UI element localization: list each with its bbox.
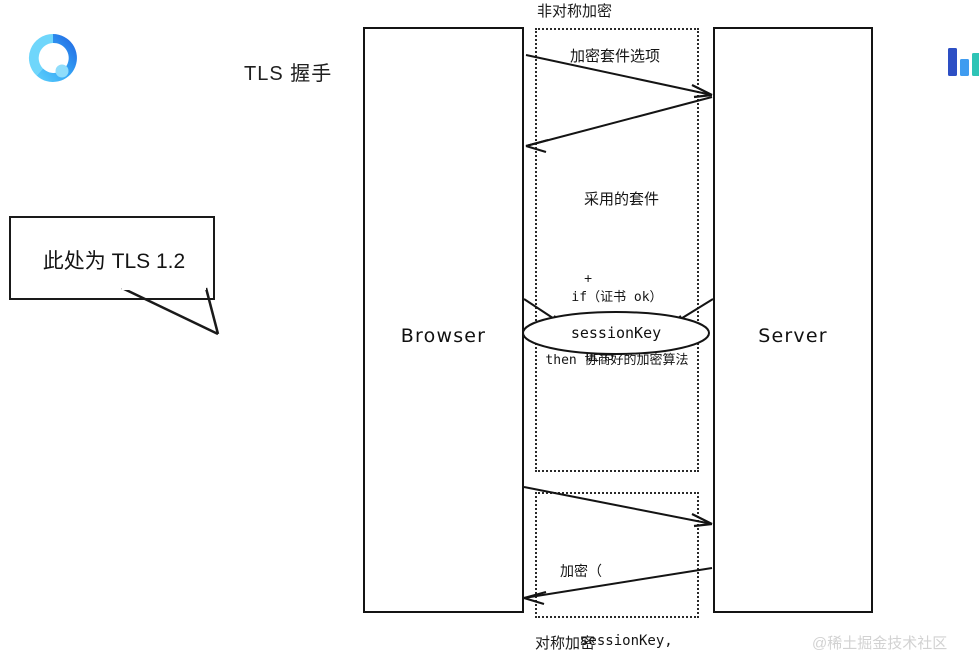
bar-chart-logo-icon: [946, 42, 979, 78]
message-encrypt-line2: sessionKey,: [580, 633, 673, 649]
message-encrypt-line1: 加密（: [560, 564, 602, 580]
qq-browser-logo-icon: [26, 31, 80, 85]
message-cert-check-line1: if（证书 ok）: [571, 290, 663, 305]
message-encrypt-payload: 加密（ sessionKey, 信息 ）: [560, 515, 673, 657]
server-lifeline: Server: [713, 27, 873, 613]
browser-label: Browser: [400, 325, 487, 347]
watermark: @稀土掘金技术社区: [812, 635, 948, 652]
callout-bubble: 此处为 TLS 1.2: [9, 216, 215, 300]
message-cert-check: if（证书 ok） then 协商好的加密算法: [536, 245, 698, 413]
message-suite-options: 加密套件选项: [570, 48, 661, 65]
server-label: Server: [758, 325, 828, 347]
session-key-ellipse: [522, 311, 710, 355]
section-label-asymmetric: 非对称加密: [537, 3, 613, 20]
callout-text: 此处为 TLS 1.2: [42, 250, 186, 273]
session-key-label: sessionKey: [570, 324, 662, 342]
message-cert-check-line2: then 协商好的加密算法: [545, 353, 689, 368]
asymmetric-region: [535, 28, 699, 472]
section-label-symmetric: 对称加密: [535, 635, 596, 652]
callout-tail-icon: [121, 286, 220, 336]
page-title: TLS 握手: [244, 63, 333, 85]
message-adopted-suite-line1: 采用的套件: [584, 191, 660, 208]
browser-lifeline: Browser: [363, 27, 524, 613]
message-plus-sign: +: [584, 270, 593, 286]
